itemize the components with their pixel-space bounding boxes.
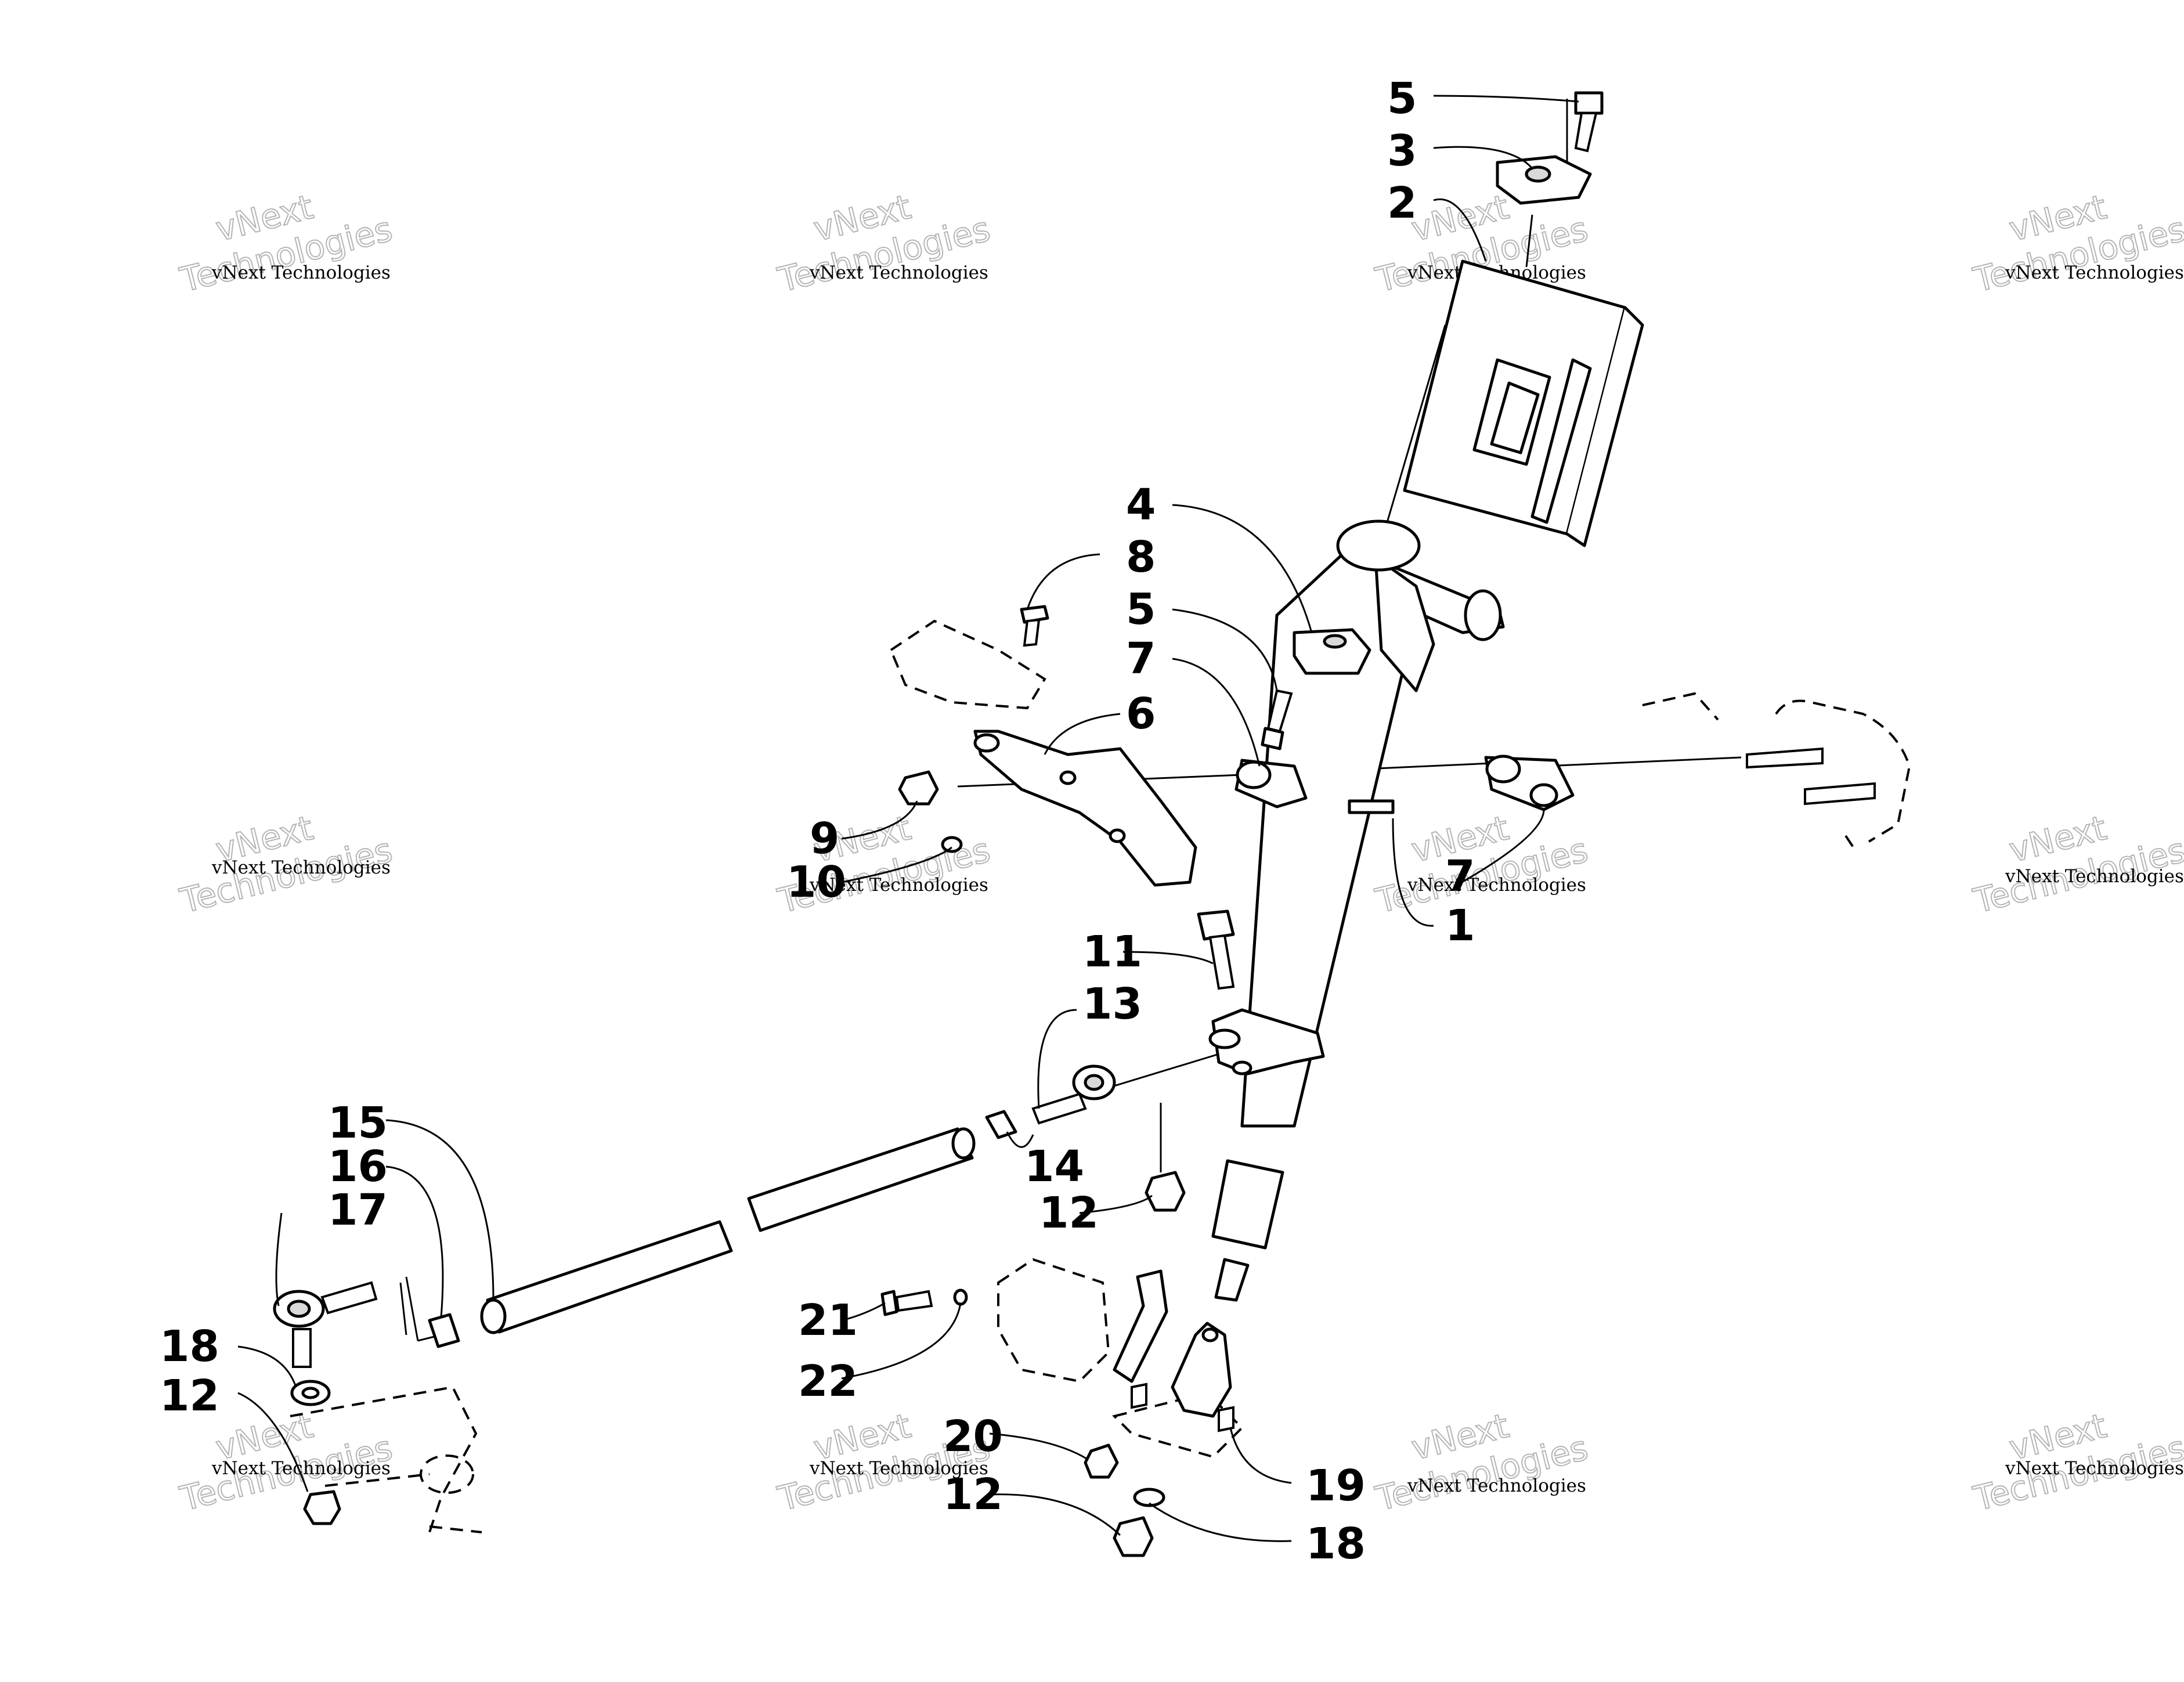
- cap-screw-5-middle: [1261, 689, 1293, 750]
- watermark-text: vNext Technologies: [1407, 1475, 1586, 1496]
- callout-1: 1: [1445, 901, 1475, 951]
- watermark: vNext Technologies: [1371, 807, 1592, 921]
- lock-nut-12-left: [303, 1490, 341, 1525]
- callout-18-left: 18: [160, 1322, 219, 1371]
- steering-pad-2: [1403, 259, 1644, 547]
- watermark-text: vNext Technologies: [1407, 875, 1586, 896]
- lock-nut-12-bottom: [1113, 1516, 1154, 1557]
- leader-lines: [237, 95, 1579, 1542]
- watermark: vNext Technologies: [1371, 1405, 1592, 1519]
- callout-5-middle: 5: [1126, 584, 1156, 634]
- jam-nut-14: [985, 1110, 1017, 1139]
- callout-15: 15: [328, 1098, 388, 1148]
- watermark-text: vNext Technologies: [809, 875, 988, 896]
- steering-post-1: [1211, 519, 1505, 1302]
- callout-18-bottom: 18: [1306, 1519, 1366, 1569]
- callout-5-top: 5: [1387, 74, 1417, 124]
- screw-21: [880, 1290, 933, 1316]
- nut-9: [898, 770, 939, 806]
- callout-22: 22: [798, 1356, 858, 1406]
- callout-4: 4: [1126, 480, 1156, 530]
- lower-bearing-bracket-19: [1113, 1269, 1234, 1432]
- watermark-text: vNext Technologies: [809, 1458, 988, 1479]
- cap-screw-5-top: [1574, 91, 1604, 153]
- tie-rod-end-13: [1031, 1064, 1116, 1125]
- watermark-text: vNext Technologies: [211, 262, 391, 283]
- callout-12-bottom: 12: [943, 1470, 1003, 1519]
- callout-21: 21: [798, 1295, 858, 1345]
- nut-10: [941, 836, 963, 853]
- tie-rod-end-17: [273, 1281, 378, 1368]
- callout-13: 13: [1082, 979, 1142, 1029]
- watermark: vNext Technologies: [175, 807, 396, 921]
- bolt-8: [1020, 605, 1049, 647]
- watermark: vNext Technologies: [1969, 807, 2184, 921]
- lock-nut-12-post: [1145, 1171, 1186, 1212]
- callout-14: 14: [1024, 1142, 1084, 1192]
- washer-22: [953, 1288, 968, 1306]
- callout-numbers: 5 3 2 4 8 5 7 6 9 10 7 1 11 13 15 16 14 …: [160, 74, 1475, 1569]
- callout-12-left: 12: [160, 1371, 219, 1421]
- callout-3: 3: [1387, 126, 1417, 176]
- pitman-arm-7-left: [1234, 759, 1308, 808]
- callout-7-right: 7: [1445, 851, 1475, 901]
- threaded-stud-right: [1746, 747, 1876, 806]
- watermark-text: vNext Technologies: [2005, 1458, 2184, 1479]
- watermark-text: vNext Technologies: [2005, 866, 2184, 887]
- washer-18-bottom: [1133, 1488, 1165, 1507]
- callout-20: 20: [943, 1412, 1003, 1461]
- watermark: vNext Technologies: [1969, 1405, 2184, 1519]
- callout-9: 9: [810, 814, 840, 864]
- chassis-reference-ghost: [290, 619, 1911, 1533]
- callout-7-left: 7: [1126, 634, 1156, 684]
- tie-rod-tube-15: [480, 1127, 976, 1334]
- callout-10: 10: [786, 857, 846, 907]
- bolt-11: [1197, 909, 1235, 990]
- callout-17: 17: [328, 1185, 388, 1235]
- washer-18-left: [290, 1380, 331, 1406]
- callout-12-post: 12: [1039, 1188, 1099, 1238]
- callout-19: 19: [1306, 1461, 1366, 1511]
- clamp-top-3: [1496, 155, 1592, 205]
- callout-11: 11: [1082, 927, 1142, 977]
- watermark-text: vNext Technologies: [211, 857, 391, 878]
- nut-20: [1084, 1443, 1119, 1479]
- callout-2: 2: [1387, 178, 1417, 228]
- callout-6: 6: [1126, 689, 1156, 739]
- spindle-arm-ghost-left: [420, 1454, 474, 1494]
- assembly-axis-lines: [399, 99, 1742, 1342]
- callout-8: 8: [1126, 532, 1156, 582]
- jam-nut-16: [428, 1313, 460, 1348]
- clamp-4: [1293, 628, 1371, 675]
- watermark-text: vNext Technologies: [809, 262, 988, 283]
- steering-arm-6: [973, 730, 1197, 887]
- steering-post-collar: [1208, 1008, 1325, 1075]
- pitman-arm-7-right: [1484, 755, 1575, 811]
- watermark-text: vNext Technologies: [2005, 262, 2184, 283]
- callout-16: 16: [328, 1142, 388, 1192]
